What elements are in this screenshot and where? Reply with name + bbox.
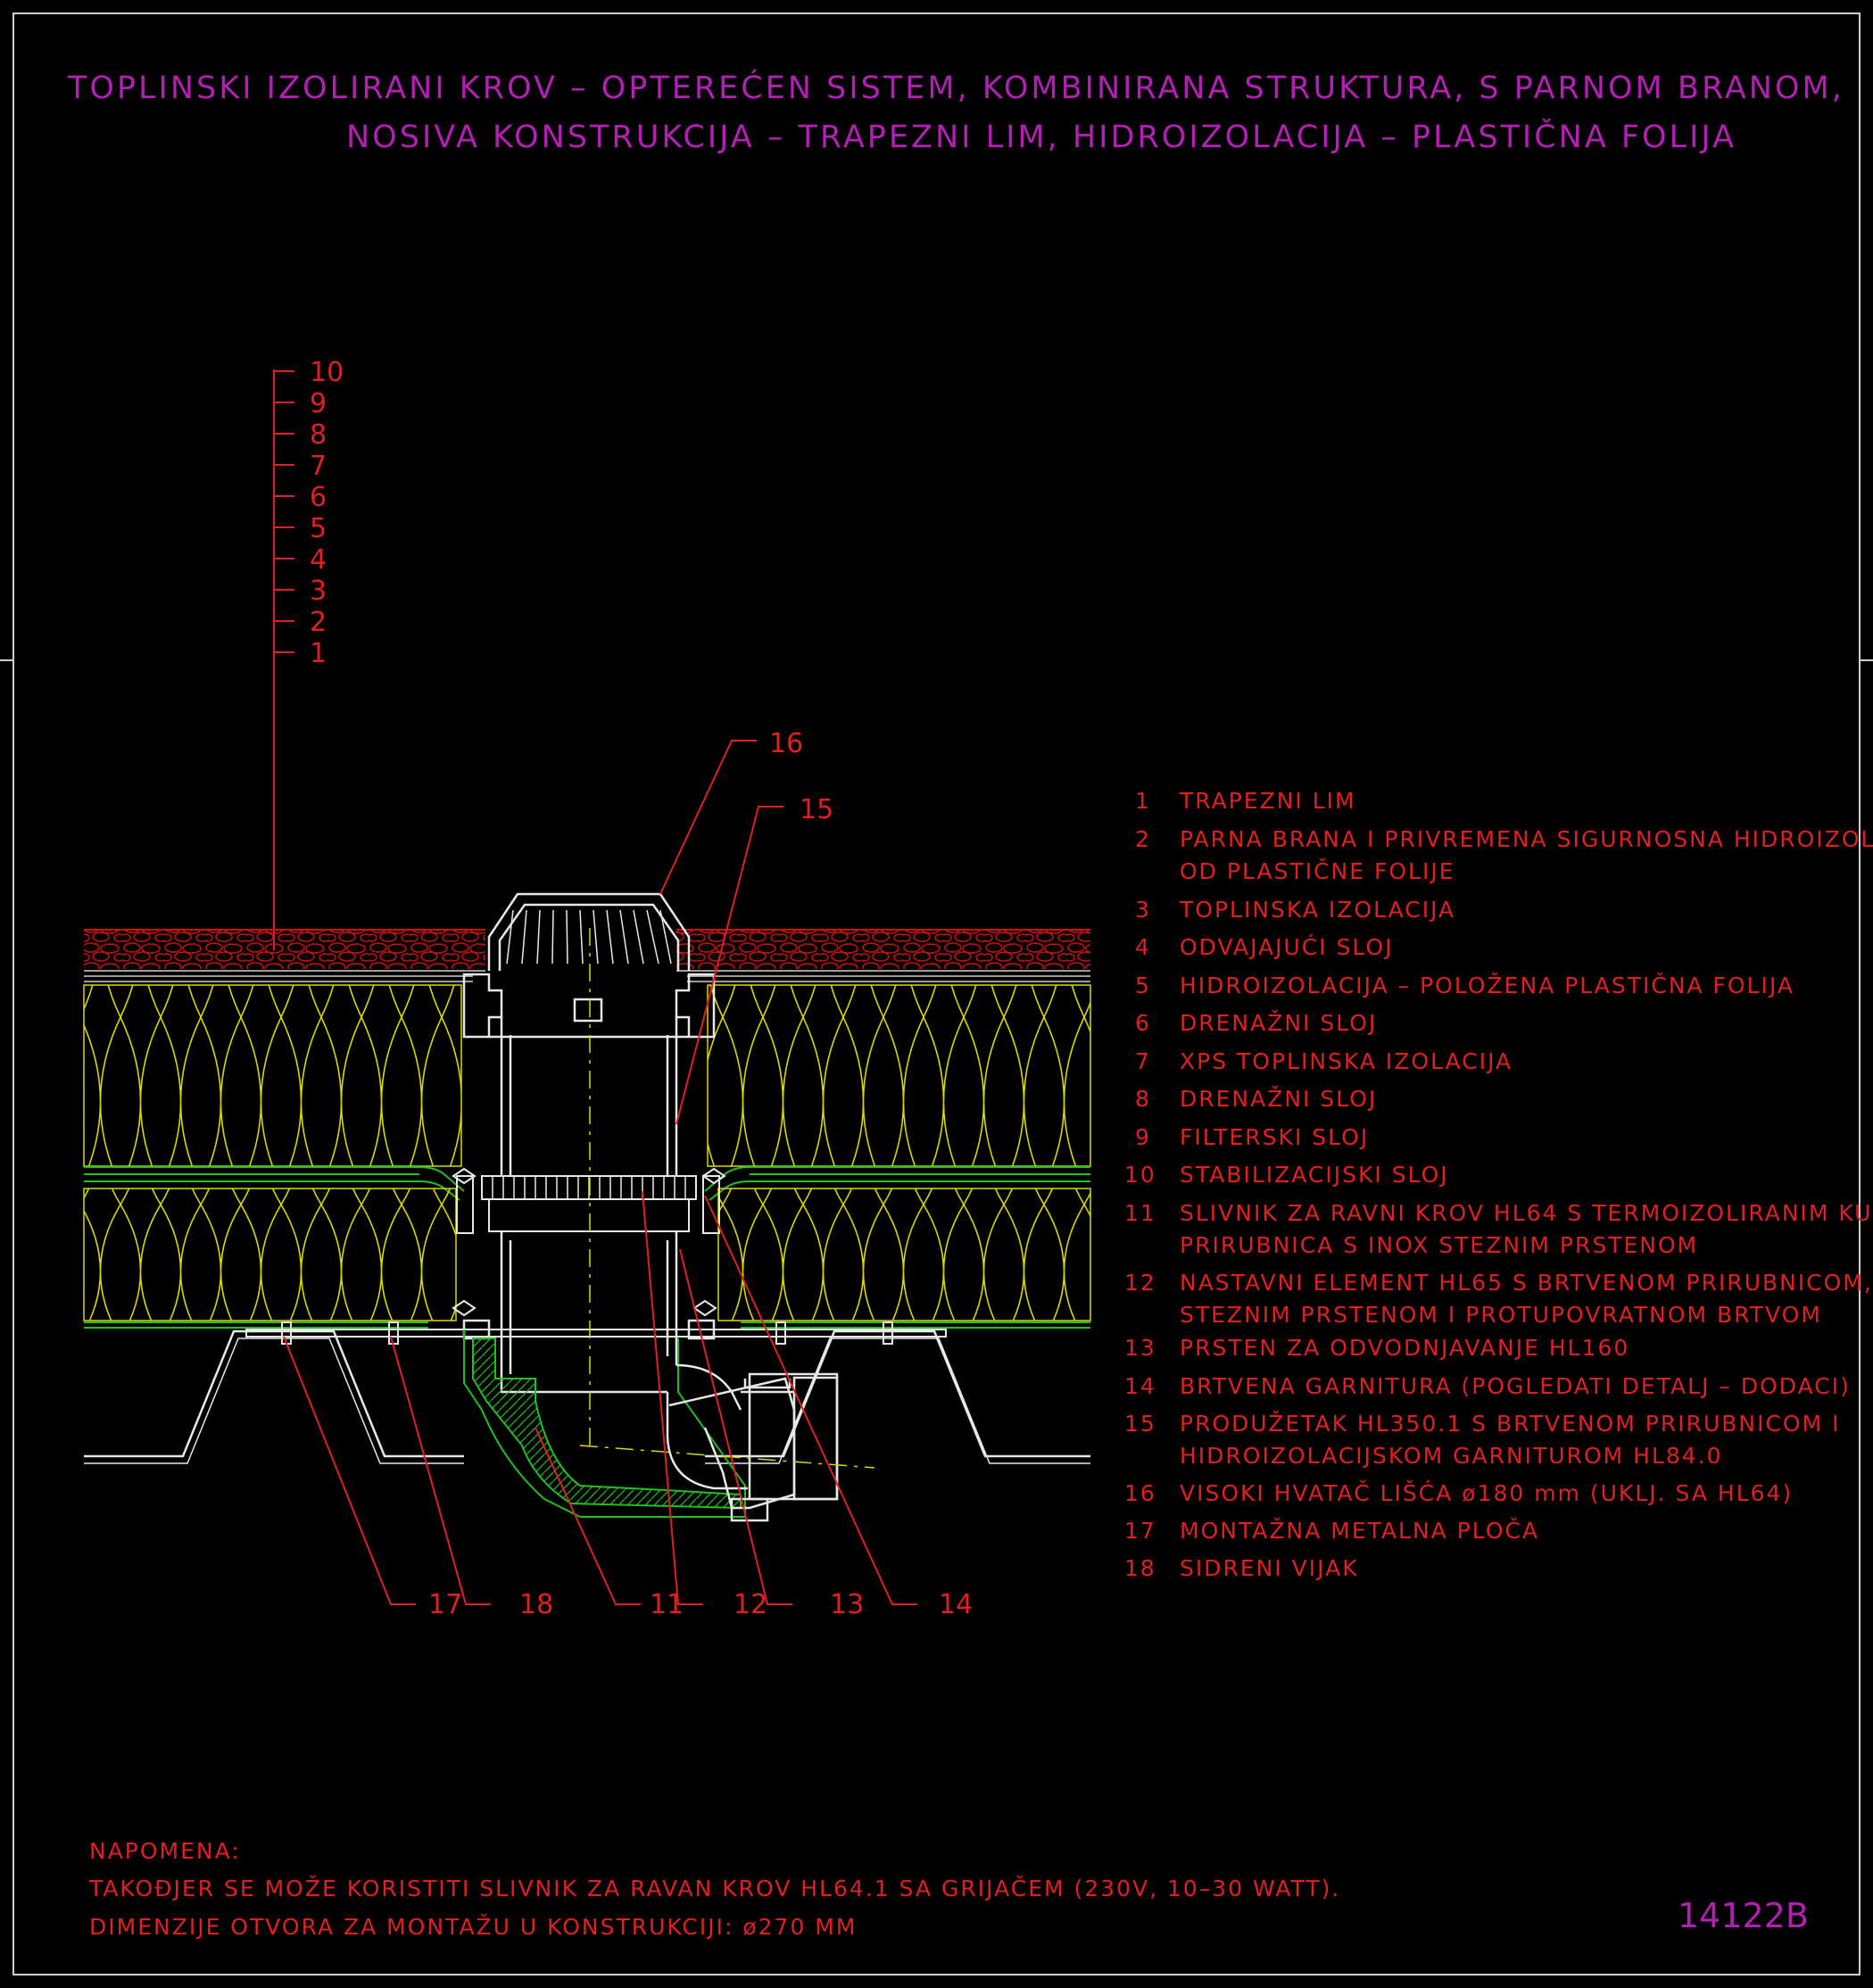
roof-section (83, 892, 1091, 1522)
legend-number: 7 (1135, 1048, 1151, 1074)
drain-body (462, 1231, 716, 1394)
leaf-guard (487, 892, 691, 1023)
legend-number: 3 (1135, 897, 1151, 923)
legend-text: PRSTEN ZA ODVODNJAVANJE HL160 (1180, 1335, 1629, 1361)
wing-nuts (452, 1167, 726, 1317)
layer-scale-label: 2 (310, 607, 327, 638)
legend-text: PRIRUBNICA S INOX STEZNIM PRSTENOM (1180, 1232, 1698, 1258)
thermal-insulation-left (83, 1188, 457, 1321)
legend-number: 13 (1124, 1335, 1156, 1361)
drain-housing-outline (463, 1329, 746, 1518)
legend-text: VISOKI HVATAČ LIŠĆA ø180 mm (UKLJ. SA HL… (1180, 1479, 1793, 1506)
xps-insulation-left (83, 984, 462, 1167)
centre-lines (579, 928, 875, 1469)
gravel-layer-left (84, 930, 485, 969)
callout-16: 16 (769, 728, 803, 759)
legend-text: NASTAVNI ELEMENT HL65 S BRTVENOM PRIRUBN… (1180, 1270, 1873, 1296)
anchor-bolts (281, 1321, 893, 1345)
legend-text: TOPLINSKA IZOLACIJA (1179, 897, 1455, 923)
leader-lines (283, 740, 917, 1605)
layer-scale-label: 4 (310, 544, 327, 576)
layer-scale-label: 7 (310, 451, 327, 482)
note: NAPOMENA: TAKOĐJER SE MOŽE KORISTITI SLI… (88, 1838, 1340, 1940)
legend-number: 14 (1124, 1373, 1156, 1399)
legend-text: STEZNIM PRSTENOM I PROTUPOVRATNOM BRTVOM (1180, 1302, 1822, 1328)
legend-number: 4 (1135, 934, 1151, 960)
legend-text: HIDROIZOLACIJSKOM GARNITUROM HL84.0 (1180, 1443, 1723, 1469)
layer-scale-label: 3 (310, 576, 327, 607)
layer-scale-ticks (274, 370, 294, 653)
layer-scale-label: 5 (310, 513, 327, 544)
note-heading: NAPOMENA: (89, 1838, 241, 1864)
legend-number: 17 (1124, 1518, 1156, 1544)
legend-text: SLIVNIK ZA RAVNI KROV HL64 S TERMOIZOLIR… (1180, 1199, 1873, 1226)
legend-number: 9 (1135, 1124, 1151, 1150)
callout-17: 17 (428, 1589, 462, 1620)
gravel-layer-right (676, 930, 1090, 969)
layer-scale-label: 8 (310, 419, 327, 451)
legend-number: 12 (1124, 1270, 1156, 1296)
legend-number: 10 (1124, 1162, 1156, 1188)
thermal-insulation-right (717, 1188, 1091, 1321)
legend-text: PRODUŽETAK HL350.1 S BRTVENOM PRIRUBNICO… (1180, 1411, 1841, 1437)
legend-text: TRAPEZNI LIM (1179, 788, 1356, 814)
callout-18: 18 (519, 1589, 553, 1620)
mounting-plate (245, 1329, 947, 1338)
callout-12: 12 (733, 1589, 767, 1620)
layer-scale: 10 9 8 7 6 5 4 3 2 1 (273, 357, 344, 950)
callout-15: 15 (800, 794, 833, 825)
outlet-pipe (666, 1363, 839, 1522)
legend-number: 18 (1124, 1555, 1156, 1581)
xps-insulation-right (707, 984, 1091, 1167)
drawing-title-line2: NOSIVA KONSTRUKCIJA – TRAPEZNI LIM, HIDR… (346, 118, 1736, 155)
vapour-barrier (84, 1321, 1090, 1329)
legend-text: DRENAŽNI SLOJ (1180, 1010, 1377, 1036)
legend-number: 16 (1124, 1480, 1156, 1506)
legend-text: HIDROIZOLACIJA – POLOŽENA PLASTIČNA FOLI… (1180, 972, 1794, 998)
legend-number: 15 (1124, 1411, 1156, 1437)
legend-text: PARNA BRANA I PRIVREMENA SIGURNOSNA HIDR… (1180, 826, 1873, 852)
legend-number: 1 (1135, 788, 1151, 814)
legend-number: 11 (1124, 1200, 1156, 1226)
drawing-title-line1: TOPLINSKI IZOLIRANI KROV – OPTEREĆEN SIS… (67, 69, 1844, 106)
legend-text: STABILIZACIJSKI SLOJ (1180, 1162, 1449, 1188)
drawing-number: 14122B (1678, 1896, 1809, 1935)
legend-text: ODVAJAJUĆI SLOJ (1180, 933, 1394, 960)
extension-element (462, 973, 716, 1176)
legend-number: 5 (1135, 973, 1151, 998)
trapezoidal-sheet (84, 1329, 1090, 1458)
note-line-1: TAKOĐJER SE MOŽE KORISTITI SLIVNIK ZA RA… (88, 1875, 1340, 1901)
waterproofing-membrane (84, 1166, 1090, 1201)
legend-number: 8 (1135, 1086, 1151, 1112)
legend-number: 6 (1135, 1010, 1151, 1036)
drainage-ring (456, 1175, 720, 1234)
callout-13: 13 (830, 1589, 864, 1620)
legend-text: BRTVENA GARNITURA (POGLEDATI DETALJ – DO… (1180, 1373, 1851, 1399)
legend-text: DRENAŽNI SLOJ (1180, 1086, 1377, 1112)
layer-scale-label: 6 (310, 482, 327, 513)
legend-text: MONTAŽNA METALNA PLOČA (1180, 1517, 1539, 1544)
callout-14: 14 (939, 1589, 973, 1620)
filter-drainage-lines (84, 970, 1090, 982)
drain-housing (472, 1338, 742, 1510)
callout-11: 11 (650, 1589, 684, 1620)
legend-number: 2 (1135, 826, 1151, 852)
sheet-frame (12, 12, 1861, 1976)
layer-scale-label: 10 (310, 357, 344, 388)
note-line-2: DIMENZIJE OTVORA ZA MONTAŽU U KONSTRUKCI… (89, 1914, 857, 1940)
layer-scale-label: 9 (310, 388, 327, 419)
legend-text: SIDRENI VIJAK (1180, 1555, 1359, 1581)
layer-scale-label: 1 (310, 638, 327, 669)
legend: 1 TRAPEZNI LIM 2 PARNA BRANA I PRIVREMEN… (1124, 788, 1873, 1581)
legend-text: OD PLASTIČNE FOLIJE (1180, 857, 1455, 884)
legend-text: FILTERSKI SLOJ (1180, 1124, 1369, 1150)
legend-text: XPS TOPLINSKA IZOLACIJA (1180, 1048, 1512, 1074)
